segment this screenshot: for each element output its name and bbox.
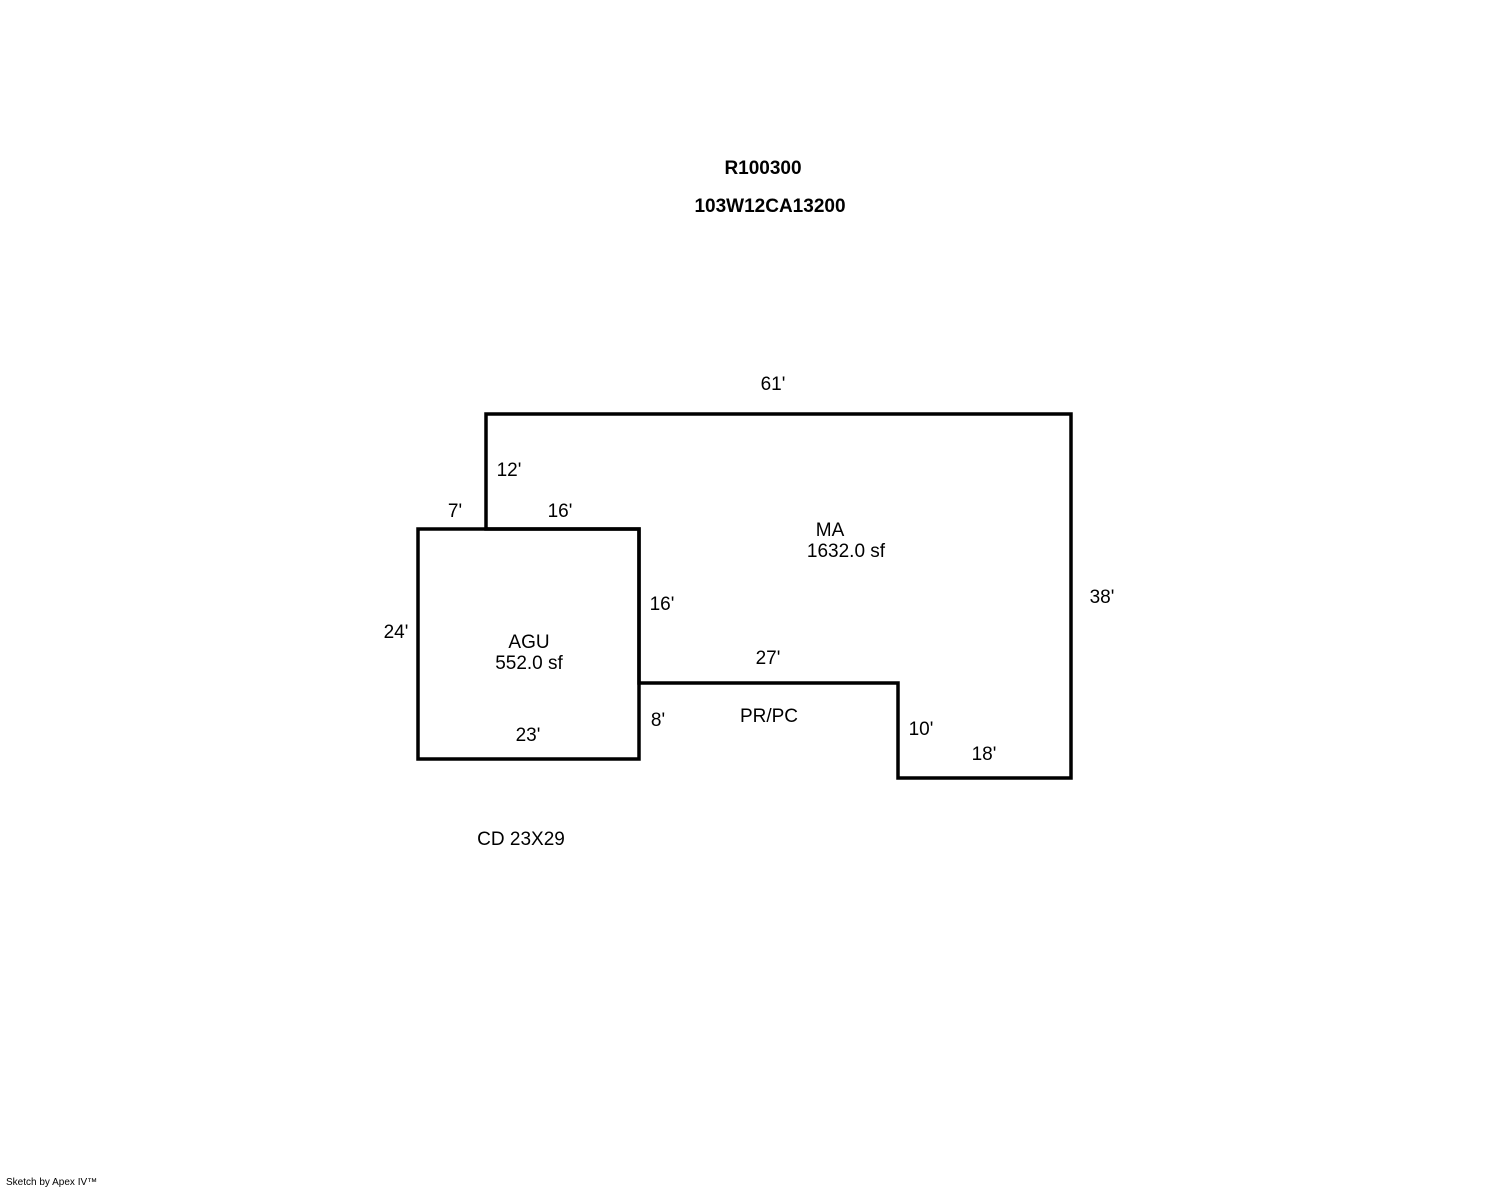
main-area-label: MA 1632.0 sf [807,520,885,562]
dim-garage-right-upper: 16' [649,594,675,615]
sketch-credit: Sketch by Apex IV™ [6,1177,98,1188]
map-code: 103W12CA13200 [694,196,846,217]
dim-bottom-right: 18' [971,744,997,765]
garage-outline [416,527,641,761]
deck-note: CD 23X29 [477,829,565,850]
parcel-id: R100300 [724,158,802,179]
main-area-name: MA [815,520,845,541]
porch-area-name: PR/PC [739,706,799,727]
dim-garage-bottom: 23' [515,725,541,746]
dim-top: 61' [760,374,786,395]
dim-porch-top: 27' [755,648,781,669]
main-area-size: 1632.0 sf [806,541,886,562]
dim-garage-left: 24' [383,622,409,643]
dim-left-upper: 12' [496,460,522,481]
dim-porch-right: 10' [908,719,934,740]
garage-area-size: 552.0 sf [495,653,563,674]
dim-step-left: 7' [447,501,463,522]
dim-garage-right-lower: 8' [650,710,666,731]
garage-area-name: AGU [508,632,550,653]
garage-area-label: AGU 552.0 sf [495,632,563,674]
dim-right: 38' [1089,587,1115,608]
dim-garage-top: 16' [547,501,573,522]
